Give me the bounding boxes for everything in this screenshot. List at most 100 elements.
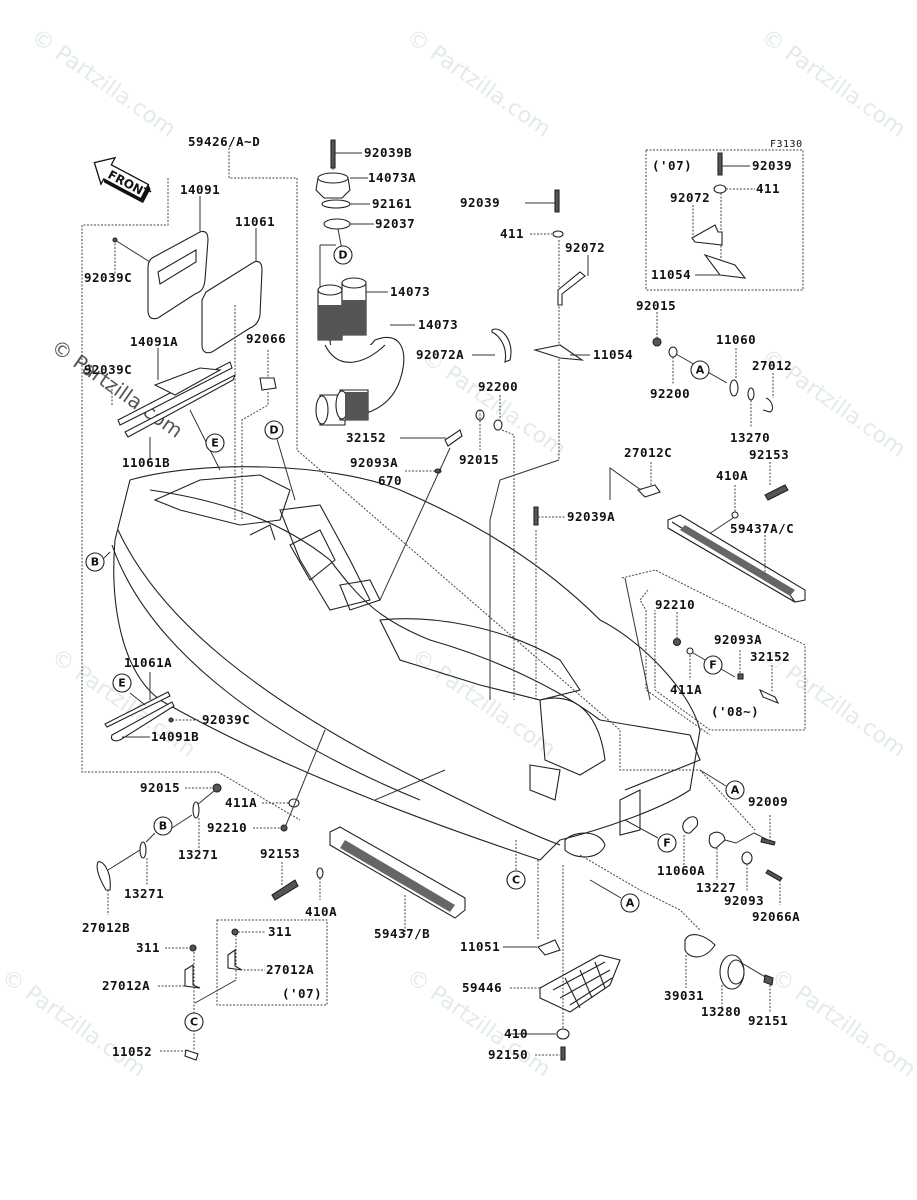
part-label: 670 <box>378 473 402 488</box>
part-label: 11051 <box>460 939 500 954</box>
part-label: 11060 <box>716 332 756 347</box>
part-label: 11052 <box>112 1044 152 1059</box>
part-label: 13280 <box>701 1004 741 1019</box>
part-label: 27012A <box>102 978 150 993</box>
part-label: 27012B <box>82 920 130 935</box>
svg-text:D: D <box>269 424 278 437</box>
fasteners-411A-92210 <box>253 729 326 832</box>
svg-text:B: B <box>91 556 99 569</box>
part-label: 92015 <box>636 298 676 313</box>
plug-92066 <box>241 350 277 520</box>
part-label: 13227 <box>696 880 736 895</box>
part-label: 92210 <box>655 597 695 612</box>
svg-text:D: D <box>338 249 347 262</box>
intake-duct-assembly <box>315 139 415 426</box>
part-label: 27012C <box>624 445 672 460</box>
part-label: 92039C <box>202 712 250 727</box>
part-label: 92093A <box>350 455 398 470</box>
fitting-32152 <box>379 429 463 601</box>
washer-92200-center <box>475 395 515 700</box>
bolt-92153-lower <box>271 862 324 901</box>
part-label: 27012 <box>752 358 792 373</box>
part-label: 92039A <box>567 509 615 524</box>
callout-f-lowright: F <box>624 819 677 853</box>
svg-text:E: E <box>118 677 126 690</box>
part-label: 410A <box>305 904 337 919</box>
vent-cover-14091A <box>111 348 237 471</box>
part-label: 92039C <box>84 362 132 377</box>
lower-right-parts <box>579 815 783 1012</box>
part-label: 13270 <box>730 430 770 445</box>
gasket-11061 <box>201 228 263 520</box>
watermark: © Partzilla.com <box>402 24 555 142</box>
callout-f-box: F <box>703 655 723 675</box>
svg-text:A: A <box>731 784 740 797</box>
callout-e-top: E <box>205 433 225 453</box>
watermark: © Partzilla.com <box>407 644 560 762</box>
sponson-59437B <box>329 769 466 935</box>
year-box-07-low <box>158 919 328 1061</box>
part-label: 11061B <box>122 455 170 470</box>
part-label: 11054 <box>651 267 691 282</box>
year-note: ('07) <box>282 986 322 1001</box>
part-label: 14073 <box>390 284 430 299</box>
callout-e-low: E <box>112 673 132 693</box>
svg-text:E: E <box>211 437 219 450</box>
part-label: 59437A/C <box>730 521 794 536</box>
right-fasteners <box>652 312 789 541</box>
part-label: 14091A <box>130 334 178 349</box>
part-label: 13271 <box>124 886 164 901</box>
vent-gasket-11061A <box>104 672 200 742</box>
part-label: 92015 <box>140 780 180 795</box>
svg-text:A: A <box>696 364 705 377</box>
part-label: 411 <box>756 181 780 196</box>
intake-grate-59446 <box>510 865 621 1061</box>
callout-b-left: B <box>85 551 111 572</box>
part-label: 11061A <box>124 655 172 670</box>
part-label: 92093 <box>724 893 764 908</box>
part-label: 11061 <box>235 214 275 229</box>
clip-27012C <box>609 462 661 500</box>
part-label: 11060A <box>657 863 705 878</box>
part-label: 92072 <box>565 240 605 255</box>
watermark: © Partzilla.com <box>417 344 570 462</box>
screw-92039A <box>533 506 565 700</box>
callout-c-center: C <box>506 840 526 890</box>
lower-left-fasteners <box>96 783 222 915</box>
part-label: 410A <box>716 468 748 483</box>
front-arrow-icon: FRONT <box>93 156 153 204</box>
part-label: 59446 <box>462 980 502 995</box>
part-label: 32152 <box>750 649 790 664</box>
part-label: 411 <box>500 226 524 241</box>
part-label: 92151 <box>748 1013 788 1028</box>
callout-a-right: A <box>690 360 710 380</box>
watermark: © Partzilla.com <box>767 964 917 1082</box>
part-label: 92200 <box>478 379 518 394</box>
part-label: 39031 <box>664 988 704 1003</box>
part-label: 92153 <box>260 846 300 861</box>
callout-c-low: C <box>184 1012 204 1032</box>
figure-code: F3130 <box>770 139 803 150</box>
svg-text:C: C <box>512 874 520 887</box>
svg-text:F: F <box>663 837 671 850</box>
year-note: ('07) <box>652 158 692 173</box>
callout-a-center: A <box>589 879 640 913</box>
part-label: 92015 <box>459 452 499 467</box>
part-label: 13271 <box>178 847 218 862</box>
callout-d-duct: D <box>333 245 353 265</box>
part-label: 92072 <box>670 190 710 205</box>
part-label: 32152 <box>346 430 386 445</box>
part-label: 14073A <box>368 170 416 185</box>
part-label: 92072A <box>416 347 464 362</box>
part-label: 92200 <box>650 386 690 401</box>
part-label: 92039B <box>364 145 412 160</box>
callout-d-left: D <box>264 420 296 501</box>
watermark: © Partzilla.com <box>757 24 910 142</box>
part-label: 92066 <box>246 331 286 346</box>
part-label: 11054 <box>593 347 633 362</box>
svg-text:C: C <box>190 1016 198 1029</box>
part-label: 411A <box>225 795 257 810</box>
part-label: 92150 <box>488 1047 528 1062</box>
part-label: 410 <box>504 1026 528 1041</box>
